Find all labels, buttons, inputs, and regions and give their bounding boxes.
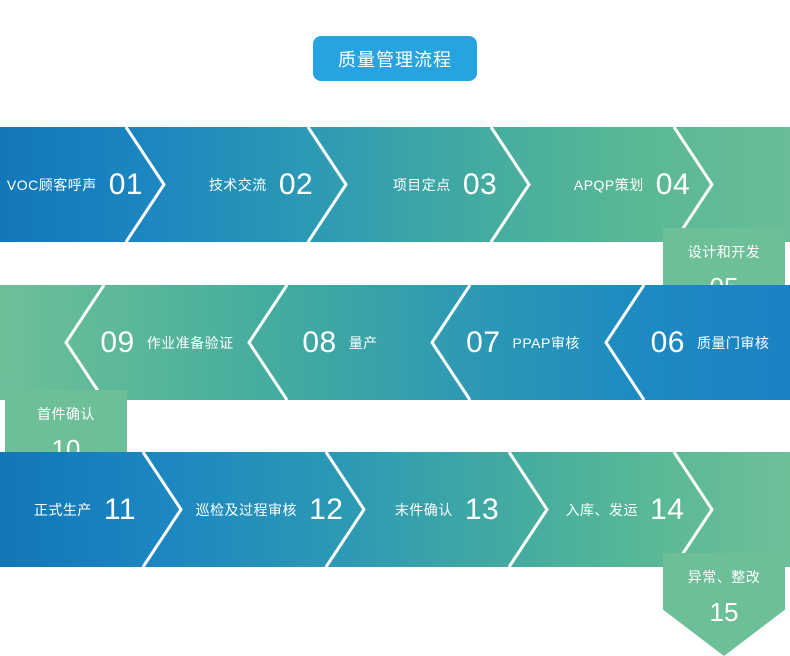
step-number: 03 [462,167,498,201]
page-title: 质量管理流程 [338,49,452,70]
step-label: PPAP审核 [512,334,580,351]
process-row-2: 06 质量门审核 07 PPAP审核 08 量产 09 作业准备验证 [0,285,790,400]
step-number: 07 [466,325,501,359]
process-step-01[interactable]: VOC顾客呼声 01 [0,127,150,242]
process-step-13[interactable]: 末件确认 13 [372,452,522,567]
step-number: 04 [655,167,691,201]
step-label: 作业准备验证 [146,334,234,351]
step-number: 09 [100,325,135,359]
step-label: 技术交流 [208,176,267,193]
step-label: 巡检及过程审核 [195,501,298,518]
step-number: 12 [309,492,344,526]
step-label: 入库、发运 [565,501,639,518]
step-label: VOC顾客呼声 [6,176,97,193]
process-step-03[interactable]: 项目定点 03 [370,127,520,242]
step-number: 06 [650,325,685,359]
row-2-background [0,285,790,400]
process-step-12[interactable]: 巡检及过程审核 12 [182,452,357,567]
process-step-07[interactable]: 07 PPAP审核 [448,285,598,400]
process-row-3: 正式生产 11 巡检及过程审核 12 末件确认 13 入库、发运 14 [0,452,790,567]
step-label: APQP策划 [573,176,644,193]
step-label: 正式生产 [33,501,92,518]
step-label: 量产 [348,334,378,351]
step-label: 项目定点 [392,176,451,193]
connector-label: 异常、整改 [687,569,761,585]
step-number: 01 [108,167,144,201]
step-label: 质量门审核 [696,334,770,351]
process-row-1: VOC顾客呼声 01 技术交流 02 项目定点 03 APQP策划 04 [0,127,790,242]
step-number: 13 [464,492,500,526]
process-step-02[interactable]: 技术交流 02 [186,127,336,242]
process-step-08[interactable]: 08 量产 [265,285,415,400]
step-number: 14 [650,492,685,526]
step-label: 末件确认 [394,501,453,518]
step-number: 02 [278,167,314,201]
process-step-06[interactable]: 06 质量门审核 [630,285,790,400]
connector-label: 设计和开发 [687,244,761,260]
page-title-badge: 质量管理流程 [313,36,477,81]
process-step-04[interactable]: APQP策划 04 [552,127,712,242]
process-step-09[interactable]: 09 作业准备验证 [82,285,252,400]
connector-number: 15 [709,597,739,627]
process-step-14[interactable]: 入库、发运 14 [545,452,705,567]
process-connector-15[interactable]: 异常、整改 15 [663,553,785,656]
step-number: 08 [302,325,337,359]
process-step-11[interactable]: 正式生产 11 [10,452,160,567]
row-3-background [0,452,790,567]
connector-label: 首件确认 [37,406,95,422]
step-number: 11 [103,492,137,526]
